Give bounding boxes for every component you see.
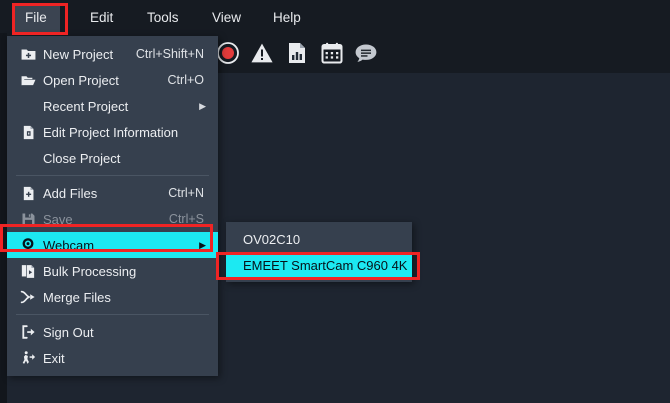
submenu-arrow-icon: ▶ (199, 239, 206, 250)
merge-arrow-icon (13, 289, 43, 305)
menu-item-label: Add Files (43, 185, 98, 201)
menu-item-label: Close Project (43, 150, 121, 166)
menu-item-accel: Ctrl+Shift+N (135, 47, 204, 61)
menu-file[interactable]: File (12, 3, 60, 33)
menu-item-label: Recent Project (43, 98, 129, 114)
menu-item-label: Sign Out (43, 324, 94, 340)
file-edit-icon (13, 125, 43, 140)
submenu-item-ov02c10[interactable]: OV02C10 (243, 231, 301, 247)
menu-item-accel: Ctrl+S (168, 212, 204, 226)
menu-item-sign-out[interactable]: Sign Out (7, 319, 218, 345)
folder-plus-icon (13, 47, 43, 62)
file-plus-icon (13, 186, 43, 201)
tool-bar (0, 33, 670, 73)
calendar-icon[interactable] (320, 41, 344, 65)
menu-edit[interactable]: Edit (90, 10, 114, 25)
menu-view[interactable]: View (212, 10, 242, 25)
save-disk-icon (13, 212, 43, 227)
menu-item-label: Open Project (43, 72, 119, 88)
menu-item-recent-project[interactable]: Recent Project ▶ (7, 93, 218, 119)
menu-item-new-project[interactable]: New Project Ctrl+Shift+N (7, 41, 218, 67)
menu-item-merge-files[interactable]: Merge Files (7, 284, 218, 310)
menu-bar: File Edit Tools View Help (0, 0, 670, 33)
submenu-arrow-icon: ▶ (199, 100, 206, 111)
menu-item-webcam[interactable]: Webcam ▶ (7, 232, 218, 258)
menu-item-exit[interactable]: Exit (7, 345, 218, 371)
record-icon[interactable] (216, 41, 240, 65)
menu-separator (16, 175, 209, 176)
menu-item-add-files[interactable]: Add Files Ctrl+N (7, 180, 218, 206)
webcam-submenu: OV02C10 EMEET SmartCam C960 4K (226, 222, 412, 282)
left-edge-strip (0, 33, 7, 403)
exit-run-icon (13, 350, 43, 366)
menu-item-bulk-processing[interactable]: Bulk Processing (7, 258, 218, 284)
menu-tools[interactable]: Tools (147, 10, 179, 25)
menu-item-label: Exit (43, 350, 65, 366)
menu-item-label: New Project (43, 46, 114, 62)
menu-separator (16, 314, 209, 315)
warning-triangle-icon[interactable] (250, 41, 274, 65)
chat-bubble-icon[interactable] (354, 41, 378, 65)
webcam-icon (13, 237, 43, 253)
documents-stack-icon (13, 264, 43, 279)
menu-item-edit-project-information[interactable]: Edit Project Information (7, 119, 218, 145)
sign-out-icon (13, 324, 43, 340)
menu-item-open-project[interactable]: Open Project Ctrl+O (7, 67, 218, 93)
menu-item-label: Webcam (43, 237, 95, 253)
menu-item-label: Save (43, 211, 73, 227)
menu-item-close-project[interactable]: Close Project (7, 145, 218, 171)
menu-item-accel: Ctrl+O (167, 73, 204, 87)
folder-open-icon (13, 73, 43, 88)
menu-item-label: Edit Project Information (43, 124, 179, 140)
menu-item-save: Save Ctrl+S (7, 206, 218, 232)
menu-item-label: Bulk Processing (43, 263, 137, 279)
report-chart-icon[interactable] (285, 41, 309, 65)
menu-help[interactable]: Help (273, 10, 301, 25)
menu-item-accel: Ctrl+N (168, 186, 204, 200)
file-dropdown-menu: New Project Ctrl+Shift+N Open Project Ct… (7, 36, 218, 376)
submenu-item-emeet-smartcam[interactable]: EMEET SmartCam C960 4K (226, 252, 412, 278)
menu-item-label: Merge Files (43, 289, 111, 305)
